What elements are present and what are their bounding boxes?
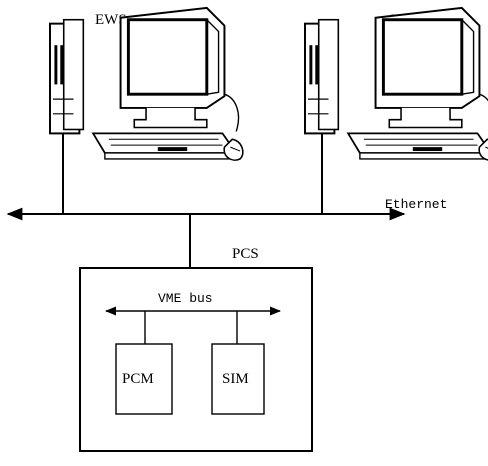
sim-label: SIM bbox=[222, 371, 249, 387]
ethernet-label: Ethernet bbox=[385, 197, 447, 212]
vme-bus-label: VME bus bbox=[158, 291, 213, 306]
ews-workstation-icon bbox=[50, 8, 243, 160]
ois-workstation-icon bbox=[305, 8, 488, 160]
pcs-label: PCS bbox=[232, 246, 259, 262]
pcm-label: PCM bbox=[122, 371, 154, 387]
